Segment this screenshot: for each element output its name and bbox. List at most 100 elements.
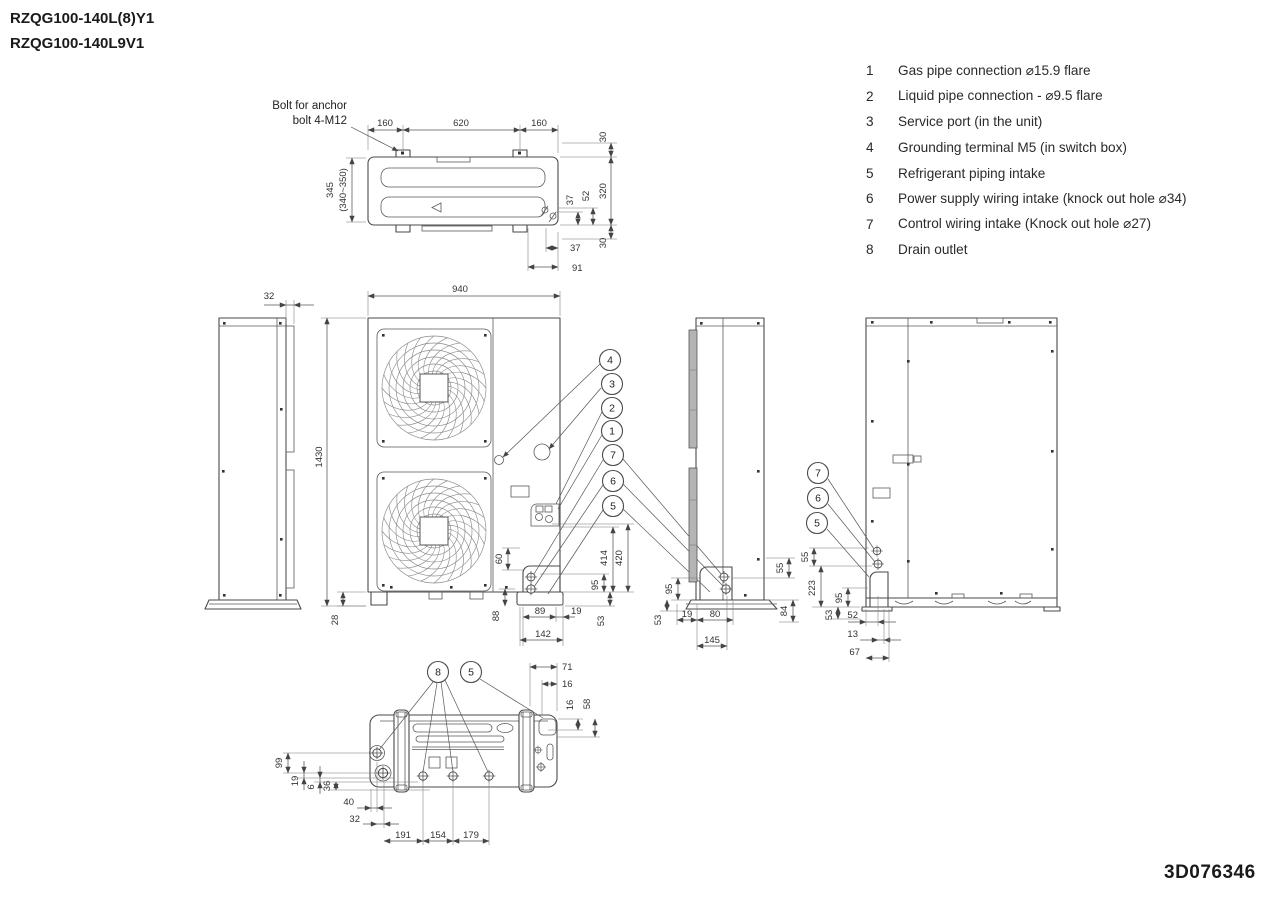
callout-3 (600, 372, 624, 396)
dim-side2-55: 55 (775, 563, 786, 574)
dim-front-89: 89 (535, 606, 546, 617)
dim-top-160-right: 160 (531, 118, 547, 129)
dim-front-420: 420 (614, 550, 625, 566)
callout-7-num: 7 (610, 450, 616, 462)
dim-bottom-16a: 16 (562, 679, 573, 690)
legend-text: Grounding terminal M5 (in switch box) (898, 140, 1127, 156)
side-view-right: 95 53 19 80 145 55 84 (653, 317, 799, 650)
refrigerant-intake-opening (538, 718, 557, 736)
dim-top-30-top: 30 (598, 132, 609, 143)
dim-top-30-bot: 30 (598, 238, 609, 249)
callout-4 (598, 348, 622, 372)
legend-text: Drain outlet (898, 242, 968, 258)
dim-front-142: 142 (535, 629, 551, 640)
dim-side3-52: 52 (847, 610, 858, 621)
dim-front-940: 940 (452, 284, 468, 295)
legend-num: 5 (866, 165, 874, 181)
knockout-hole (871, 557, 885, 571)
callout-8-bottom-num: 8 (435, 667, 441, 679)
dim-side1-32: 32 (264, 291, 275, 302)
dim-bottom-58: 58 (582, 699, 593, 710)
legend-num: 3 (866, 114, 874, 130)
callout-7 (601, 443, 625, 467)
dim-side2-80: 80 (710, 609, 721, 620)
dim-bottom-191: 191 (395, 830, 411, 841)
callout-5-right-num: 5 (814, 518, 820, 530)
dim-side3-53: 53 (824, 610, 835, 621)
legend-num: 2 (866, 88, 874, 104)
dim-top-320: 320 (598, 183, 609, 199)
dim-bottom-36: 36 (322, 781, 333, 792)
dim-front-88: 88 (491, 611, 502, 622)
dim-side3-67: 67 (849, 647, 860, 658)
foot-bracket (699, 566, 733, 601)
dim-side2-19: 19 (682, 609, 693, 620)
mounting-rail (393, 709, 410, 793)
legend-text: Liquid pipe connection - ⌀9.5 flare (898, 88, 1103, 104)
callout-6-right-num: 6 (815, 493, 821, 505)
legend-text: Gas pipe connection ⌀15.9 flare (898, 62, 1091, 78)
legend-text: Refrigerant piping intake (898, 165, 1046, 181)
anchor-bolt-note-line2: bolt 4-M12 (293, 115, 347, 127)
legend-text: Service port (in the unit) (898, 114, 1043, 130)
dim-top-345: 345 (325, 182, 336, 198)
dim-top-37v: 37 (565, 195, 576, 206)
callout-5 (601, 494, 625, 518)
dim-front-28: 28 (330, 615, 341, 626)
legend-num: 7 (866, 216, 874, 232)
model-name-1: RZQG100-140L(8)Y1 (10, 10, 155, 27)
callout-4-num: 4 (607, 355, 613, 367)
legend-text: Power supply wiring intake (knock out ho… (898, 190, 1187, 206)
dim-top-620: 620 (453, 118, 469, 129)
foot-bracket (869, 571, 889, 608)
dim-bottom-154: 154 (430, 830, 446, 841)
dim-side2-95: 95 (664, 584, 675, 595)
fan-grille-top (380, 334, 489, 443)
legend-num: 4 (866, 140, 874, 156)
dim-bottom-71: 71 (562, 662, 573, 673)
callout-7-right (806, 461, 830, 485)
callout-3-num: 3 (609, 379, 615, 391)
back-view: 55 223 95 53 52 13 67 (800, 317, 1061, 662)
dim-bottom-40: 40 (343, 797, 354, 808)
service-port-mark (533, 443, 551, 461)
dim-side3-55: 55 (800, 552, 811, 563)
dim-top-52: 52 (581, 191, 592, 202)
drain-hole (370, 746, 384, 760)
dim-bottom-6: 6 (306, 784, 317, 789)
callouts-front: 4 3 2 1 7 6 5 (502, 348, 725, 595)
dim-bottom-19: 19 (290, 776, 301, 787)
dim-bottom-99: 99 (274, 758, 285, 769)
legend-item: 4 Grounding terminal M5 (in switch box) (866, 135, 1187, 161)
callout-2 (600, 396, 624, 420)
bottom-view: 8 5 71 16 16 58 99 19 (274, 660, 600, 845)
legend-item: 6 Power supply wiring intake (knock out h… (866, 186, 1187, 212)
legend-num: 6 (866, 191, 874, 207)
front-view: 940 1430 28 60 88 89 19 1 (314, 284, 634, 646)
model-titles: RZQG100-140L(8)Y1 RZQG100-140L9V1 (10, 6, 154, 56)
legend-item: 7 Control wiring intake (Knock out hole ⌀… (866, 212, 1187, 238)
dim-front-414: 414 (599, 550, 610, 566)
callout-6-right (806, 486, 830, 510)
callout-5-bottom-num: 5 (468, 667, 474, 679)
dim-front-1430: 1430 (314, 446, 325, 467)
dim-top-345-range: (340~350) (338, 168, 349, 212)
callout-5-right (805, 511, 829, 535)
callout-5-bottom (459, 660, 483, 684)
dim-bottom-179: 179 (463, 830, 479, 841)
dim-front-60: 60 (494, 554, 505, 565)
grounding-terminal-mark (494, 455, 504, 465)
dim-bottom-32: 32 (349, 814, 360, 825)
dim-top-91: 91 (572, 263, 583, 274)
dim-front-19: 19 (571, 606, 582, 617)
legend-text: Control wiring intake (Knock out hole ⌀2… (898, 216, 1151, 232)
model-name-2: RZQG100-140L9V1 (10, 35, 145, 52)
callout-1 (600, 419, 624, 443)
callout-1-num: 1 (609, 426, 615, 438)
legend-item: 5 Refrigerant piping intake (866, 160, 1187, 186)
foot-bracket (522, 565, 561, 593)
side-view-left: 32 (204, 291, 314, 610)
